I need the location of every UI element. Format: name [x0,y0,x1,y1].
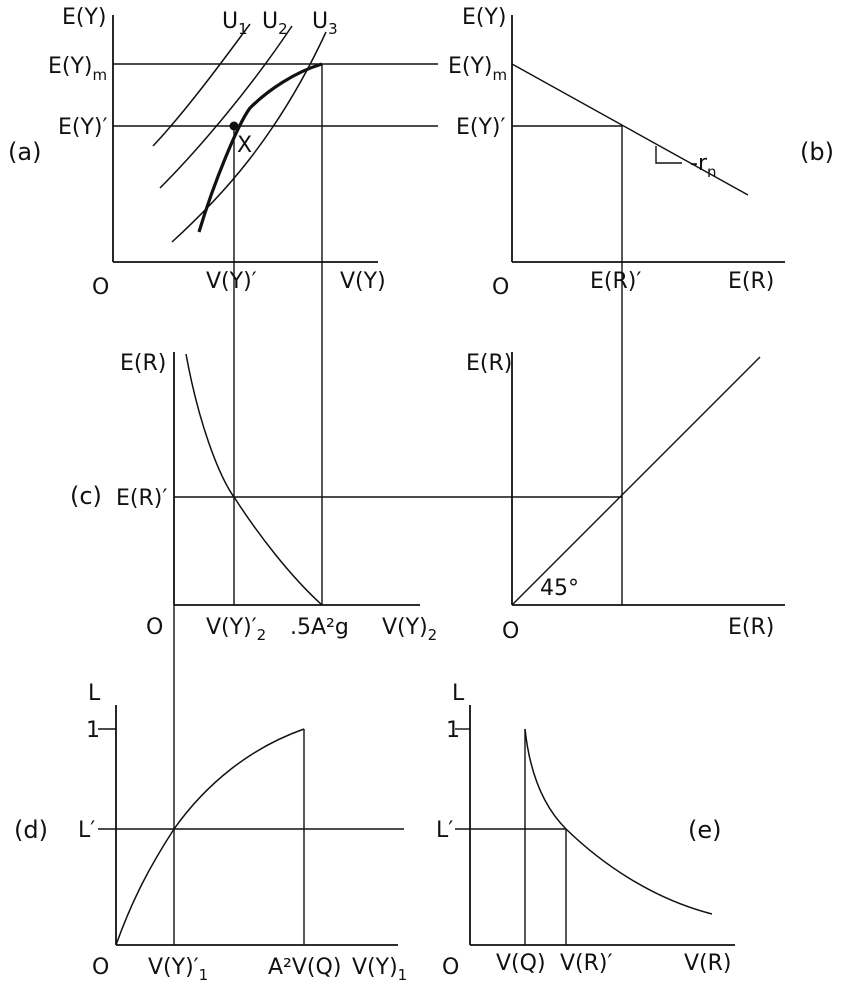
panel-a-frontier [197,62,323,233]
panel-c2-45-line [511,356,761,606]
panel-b-slope-label: -rn [690,151,717,181]
panel-d-origin: O [92,955,109,980]
panel-a-label: (a) [8,138,41,166]
panel-c-tick-vy2prime: V(Y)′2 [206,615,266,644]
panel-a-tick-eyprime: E(Y)′ [58,115,108,140]
panel-c-origin: O [146,615,163,640]
panel-b-tick-eyprime: E(Y)′ [456,115,506,140]
panel-c2: E(R) O 45° E(R) [466,351,785,644]
panel-a-u1-label: U1 [222,9,248,38]
panel-d-x-axis-label: V(Y)1 [352,955,407,982]
panel-a-curve-u1 [152,23,251,147]
panel-c-y-axis-label: E(R) [120,351,166,376]
panel-b-y-axis-label: E(Y) [462,5,507,30]
panel-a-tick-eym: E(Y)m [48,54,107,84]
panel-b-slope-marker [655,146,682,164]
panel-c2-x-axis-label: E(R) [728,615,774,640]
panel-c-curve [185,353,323,606]
panel-e-tick-vq: V(Q) [496,951,546,976]
panel-c: E(R) E(R)′ O V(Y)′2 .5A²g V(Y)2 (c) [70,351,622,644]
panel-a-u2-label: U2 [262,9,288,38]
panel-d-curve [115,728,305,946]
panel-e-x-axis-label: V(R) [684,951,732,976]
panel-e: L 1 L′ O V(Q) V(R)′ V(R) (e) [436,681,735,980]
panel-c2-y-axis-label: E(R) [466,351,512,376]
panel-c2-origin: O [502,619,519,644]
panel-e-y-axis-label: L [452,681,465,706]
panel-a-x-axis-label: V(Y) [340,269,386,294]
panel-d-tick-lprime: L′ [78,818,95,843]
panel-d-tick-a2vq: A²V(Q) [268,955,341,980]
panel-b-tick-eym: E(Y)m [448,54,507,84]
panel-a-point-label: X [237,133,252,158]
panel-d-y-axis-label: L [88,681,101,706]
panel-d-label: (d) [14,816,48,844]
panel-a-tick-vyprime: V(Y)′ [206,269,257,294]
panel-c2-angle-label: 45° [540,576,579,601]
panel-d-tick-1: 1 [86,718,100,743]
panel-e-tick-1: 1 [446,718,460,743]
panel-e-curve [524,728,713,915]
panel-d-tick-vy1prime: V(Y)′1 [148,955,208,982]
panel-a-u3-label: U3 [312,9,338,38]
panel-e-tick-vrprime: V(R)′ [560,951,613,976]
panel-c-x-axis-label: V(Y)2 [382,615,437,644]
panel-c-label: (c) [70,482,102,510]
panel-e-label: (e) [688,816,722,844]
panel-a-curve-u2 [159,25,293,189]
panel-a: X U1 U2 U3 E(Y) E(Y)m E(Y)′ O V(Y)′ V(Y)… [8,5,438,300]
panel-b-x-axis-label: E(R) [728,269,774,294]
panel-e-origin: O [442,955,459,980]
panel-b-origin: O [492,275,509,300]
panel-b-label: (b) [800,138,834,166]
panel-a-y-axis-label: E(Y) [62,5,107,30]
panel-b-line [511,63,749,196]
panel-c-tick-erprime: E(R)′ [116,486,167,511]
panel-b: -rn E(Y) E(Y)m E(Y)′ O E(R)′ E(R) (b) [448,5,834,300]
panel-b-tick-erprime: E(R)′ [590,269,641,294]
panel-c-tick-half-a2g: .5A²g [290,615,349,640]
panel-d: L 1 L′ O V(Y)′1 A²V(Q) V(Y)1 (d) [14,681,407,982]
panel-a-origin: O [92,275,109,300]
panel-e-tick-lprime: L′ [436,818,453,843]
